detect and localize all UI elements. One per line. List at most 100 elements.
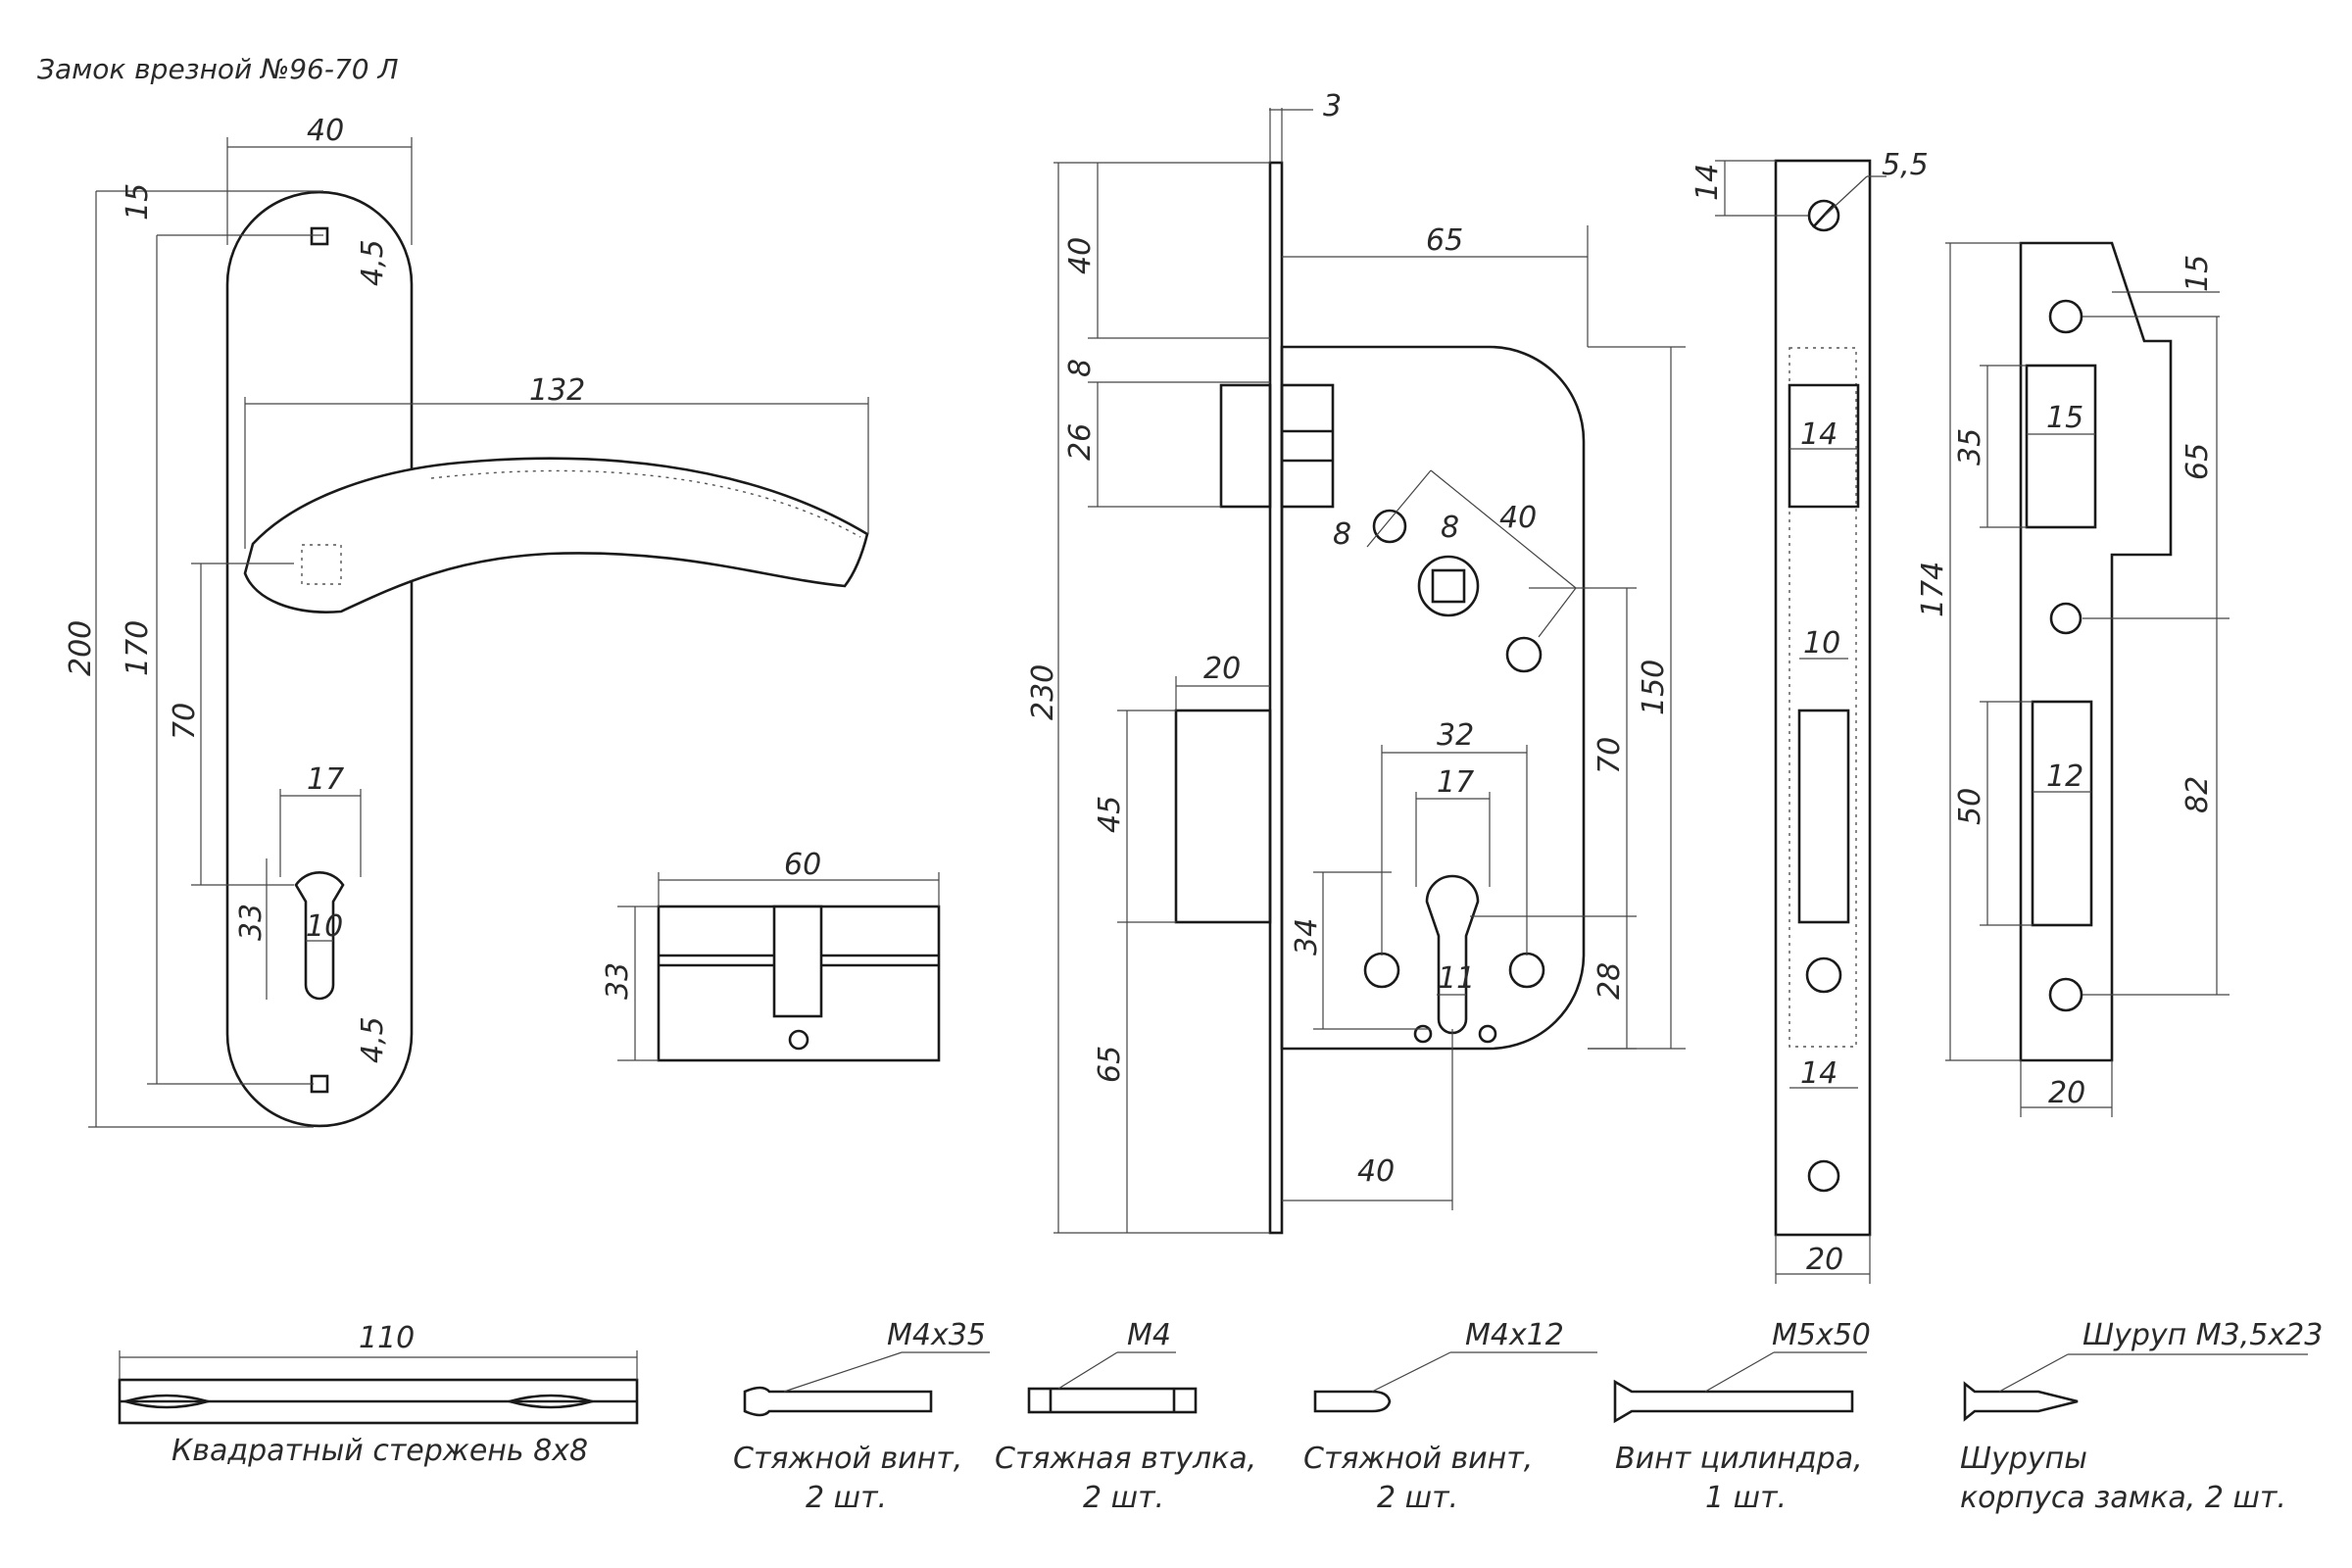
faceplate-latch-slot — [1788, 383, 1860, 509]
dim-key-width: 17 — [307, 762, 344, 797]
dim-center-70: 70 — [168, 703, 202, 740]
part-m4x12-caption: Стяжной винт, — [1303, 1442, 1533, 1476]
drawing-title: Замок врезной №96-70 Л — [37, 53, 399, 85]
dim-handle-length: 132 — [529, 373, 585, 408]
dim-faceplate-top: 14 — [1690, 164, 1725, 201]
part-screw-m5x50: М5х50 Винт цилиндра, 1 шт. — [1613, 1318, 1871, 1515]
strike-screw-top — [2048, 299, 2083, 334]
strike-screw-mid — [2049, 602, 2082, 635]
dim-c1: 32 — [1437, 718, 1474, 753]
square-bar-view: 110 Квадратный стержень 8х8 — [118, 1321, 639, 1468]
part-m4x35-label: М4х35 — [887, 1318, 986, 1352]
cylinder-cam — [772, 905, 823, 1018]
lever-decor-dots — [430, 469, 861, 538]
dim-deadbolt-height: 45 — [1093, 796, 1127, 833]
dim-backset: 65 — [1426, 223, 1463, 258]
screw-hole-left — [1363, 952, 1400, 989]
part-m4x12-label: М4х12 — [1465, 1318, 1564, 1352]
sleeve-m4-icon — [1027, 1387, 1198, 1414]
lock-faceplate-side — [1268, 161, 1284, 1235]
wood-screw-icon — [1963, 1381, 2079, 1422]
dim-strike-width: 20 — [2048, 1076, 2085, 1110]
part-m5x50-label: М5х50 — [1772, 1318, 1871, 1352]
lever-handle — [243, 457, 869, 613]
lock-cylinder-hole — [1425, 874, 1480, 1035]
part-m4-label: М4 — [1127, 1318, 1171, 1352]
dim-total-200: 200 — [64, 620, 98, 676]
dim-key-slot: 10 — [306, 909, 343, 944]
part-m4x35-qty: 2 шт. — [806, 1481, 887, 1515]
part-m4x12-qty: 2 шт. — [1377, 1481, 1458, 1515]
dim-inner-170: 170 — [121, 620, 155, 676]
strike-latch-hole — [2025, 364, 2097, 529]
dim-c3: 34 — [1290, 918, 1324, 956]
screw-hole-right-bottom — [1508, 952, 1545, 989]
dim-deadbolt-width: 20 — [1203, 652, 1241, 686]
dim-faceplate-lower: 14 — [1800, 1056, 1838, 1091]
dim-top-15: 15 — [121, 183, 155, 220]
strike-plate — [2019, 241, 2173, 1062]
dim-faceplate: 3 — [1323, 89, 1342, 123]
dim-bar-length: 110 — [359, 1321, 415, 1355]
dim-strike-a: 15 — [2180, 255, 2215, 292]
faceplate-screw-top — [1807, 199, 1840, 232]
dim-strike-b: 35 — [1953, 428, 1987, 466]
part-screw-m4x35: М4х35 Стяжной винт, 2 шт. — [733, 1318, 990, 1515]
part-wood-screw-label: Шуруп М3,5х23 — [2082, 1318, 2323, 1352]
dim-bottom-40: 40 — [1357, 1154, 1395, 1189]
handle-plate — [225, 190, 414, 1128]
screw-m4x12-icon — [1313, 1390, 1392, 1413]
dim-strike-c: 15 — [2046, 401, 2083, 435]
lock-case — [1280, 345, 1586, 1051]
dim-strike-g: 82 — [2180, 776, 2215, 813]
part-wood-screw-qty: корпуса замка, 2 шт. — [1960, 1481, 2286, 1515]
dim-faceplate-screw: 5,5 — [1882, 148, 1929, 182]
dim-latch: 26 — [1063, 423, 1098, 461]
dim-lock-top: 40 — [1063, 237, 1098, 274]
plate-screw-hole-top — [310, 226, 329, 246]
part-m5x50-caption: Винт цилиндра, — [1615, 1442, 1863, 1476]
key-hole — [294, 871, 345, 1001]
bar-caption: Квадратный стержень 8х8 — [172, 1434, 588, 1468]
dim-hole-bottom: 4,5 — [356, 1016, 390, 1063]
part-m4-caption: Стяжная втулка, — [995, 1442, 1256, 1476]
part-wood-screw-caption: Шурупы — [1960, 1442, 2087, 1476]
part-sleeve-m4: М4 Стяжная втулка, 2 шт. — [995, 1318, 1256, 1515]
handle-plate-view: 40 15 4,5 132 200 170 70 17 33 10 4,5 — [64, 114, 869, 1128]
dim-h28: 28 — [1592, 962, 1627, 1000]
dim-hole-top: 4,5 — [356, 239, 390, 286]
spindle-hub — [1417, 555, 1480, 617]
part-wood-screw: Шуруп М3,5х23 Шурупы корпуса замка, 2 шт… — [1960, 1318, 2323, 1515]
screw-hole-top — [1372, 509, 1407, 544]
dim-faceplate-bolt: 10 — [1803, 626, 1840, 661]
dim-hole-8: 8 — [1333, 517, 1351, 552]
dim-h150: 150 — [1637, 660, 1671, 715]
screw-m4x35-icon — [743, 1386, 933, 1417]
faceplate-screw-mid — [1805, 956, 1842, 994]
plate-screw-hole-bottom — [310, 1074, 329, 1094]
dim-lock-gap: 8 — [1063, 359, 1098, 377]
faceplate-front-view: 14 5,5 14 10 14 20 — [1690, 148, 1929, 1284]
faceplate-bolt-slot — [1797, 709, 1850, 924]
screw-m5x50-icon — [1613, 1379, 1854, 1424]
part-m4-qty: 2 шт. — [1083, 1481, 1164, 1515]
dim-faceplate-latch: 14 — [1800, 417, 1838, 452]
cylinder-screw-hole — [788, 1029, 809, 1051]
screw-hole-right — [1505, 636, 1543, 673]
dim-lock-bottom: 65 — [1093, 1046, 1127, 1083]
faceplate-screw-bottom — [1807, 1159, 1840, 1193]
dim-strike-d: 65 — [2180, 443, 2215, 480]
latch-inner — [1280, 383, 1335, 509]
dim-cylinder-height: 33 — [601, 962, 635, 1000]
dim-c2: 17 — [1437, 765, 1474, 800]
dim-strike-e: 50 — [1953, 788, 1987, 825]
dim-strike-total: 174 — [1916, 562, 1950, 617]
dim-cylinder-length: 60 — [784, 848, 821, 882]
dim-diag-40: 40 — [1499, 501, 1537, 535]
latch — [1219, 383, 1272, 509]
dim-strike-f: 12 — [2046, 760, 2083, 794]
deadbolt — [1174, 709, 1272, 924]
dim-square-8: 8 — [1441, 511, 1459, 545]
dim-c4: 11 — [1438, 961, 1475, 996]
